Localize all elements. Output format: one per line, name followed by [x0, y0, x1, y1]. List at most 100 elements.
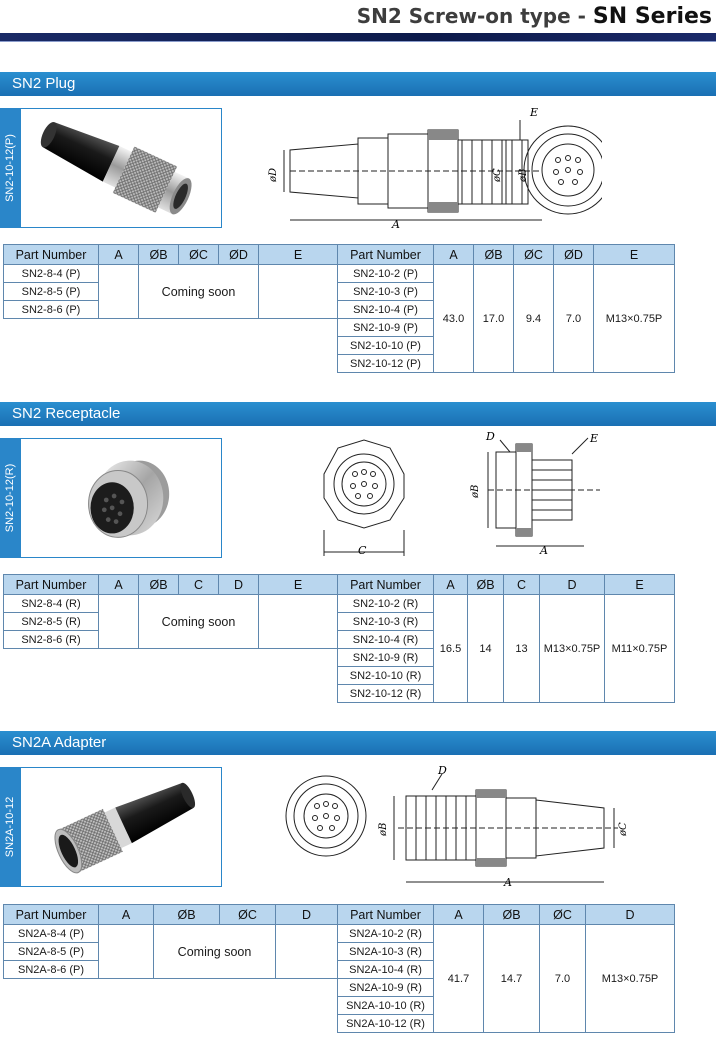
- blank-cell: [258, 264, 338, 319]
- side-label-plug-text: SN2-10-12(P): [4, 134, 16, 202]
- col-header: ØC: [539, 904, 586, 925]
- col-header: ØB: [483, 904, 540, 925]
- side-label-adapter-text: SN2A-10-12: [4, 796, 16, 858]
- part-number: SN2-8-5 (R): [3, 612, 99, 631]
- col-header: D: [218, 574, 259, 595]
- value-a: 16.5: [433, 594, 468, 703]
- value-c: 9.4: [513, 264, 554, 373]
- part-number: SN2A-10-10 (R): [337, 996, 434, 1015]
- header-divider: [0, 33, 716, 41]
- value-a: 43.0: [433, 264, 474, 373]
- col-header: Part Number: [3, 244, 99, 265]
- plug-dim-c: øC: [492, 168, 503, 183]
- plug-drawing: E øC øB øD A: [262, 100, 602, 230]
- col-header: ØC: [219, 904, 276, 925]
- coming-soon-note: Coming soon: [153, 924, 276, 979]
- part-number: SN2-10-3 (R): [337, 612, 434, 631]
- part-number: SN2A-8-6 (P): [3, 960, 99, 979]
- receptacle-table-right: Part Number A ØB C D E SN2-10-2 (R) 16.5…: [337, 574, 675, 703]
- side-label-receptacle-text: SN2-10-12(R): [4, 463, 16, 533]
- col-header: C: [178, 574, 219, 595]
- value-e: M13×0.75P: [593, 264, 675, 373]
- adapter-technical-drawing: D øB øC A: [285, 764, 629, 889]
- blank-cell: [98, 594, 139, 649]
- col-header: ØD: [218, 244, 259, 265]
- col-header: ØB: [467, 574, 504, 595]
- part-number: SN2-10-10 (P): [337, 336, 434, 355]
- side-label-receptacle: SN2-10-12(R): [0, 438, 20, 558]
- adapter-dim-b: øB: [378, 823, 389, 837]
- part-number: SN2A-8-4 (P): [3, 924, 99, 943]
- col-header: Part Number: [3, 574, 99, 595]
- part-number: SN2A-10-12 (R): [337, 1014, 434, 1033]
- col-header: A: [98, 244, 139, 265]
- coming-soon-note: Coming soon: [138, 264, 259, 319]
- value-c: 7.0: [539, 924, 586, 1033]
- plug-dim-b: øB: [518, 169, 529, 183]
- col-header: Part Number: [3, 904, 99, 925]
- col-header: Part Number: [337, 574, 434, 595]
- plug-table-left: Part Number A ØB ØC ØD E SN2-8-4 (P) Com…: [3, 244, 338, 319]
- col-header: A: [98, 904, 154, 925]
- side-label-plug: SN2-10-12(P): [0, 108, 20, 228]
- receptacle-dim-e: E: [589, 432, 598, 445]
- part-number: SN2A-10-4 (R): [337, 960, 434, 979]
- blank-cell: [275, 924, 338, 979]
- receptacle-image: [88, 460, 170, 538]
- part-number: SN2-10-12 (R): [337, 684, 434, 703]
- part-number: SN2-10-9 (R): [337, 648, 434, 667]
- plug-image: [40, 122, 192, 215]
- header-divider-thin: [0, 41, 716, 42]
- title-main: SN2 Screw-on type -: [356, 4, 586, 28]
- col-header: E: [258, 244, 338, 265]
- blank-cell: [98, 924, 154, 979]
- part-number: SN2-8-5 (P): [3, 282, 99, 301]
- adapter-image: [54, 782, 196, 874]
- receptacle-photo: [20, 438, 222, 558]
- part-number: SN2-10-2 (R): [337, 594, 434, 613]
- col-header: ØD: [553, 244, 594, 265]
- part-number: SN2-10-12 (P): [337, 354, 434, 373]
- col-header: Part Number: [337, 904, 434, 925]
- part-number: SN2-8-4 (P): [3, 264, 99, 283]
- receptacle-dim-c: C: [358, 544, 367, 557]
- value-c: 13: [503, 594, 540, 703]
- value-d: 7.0: [553, 264, 594, 373]
- part-number: SN2-10-4 (R): [337, 630, 434, 649]
- plug-photo: [20, 108, 222, 228]
- part-number: SN2-8-4 (R): [3, 594, 99, 613]
- blank-cell: [98, 264, 139, 319]
- col-header: D: [539, 574, 605, 595]
- receptacle-technical-drawing: C D E øB A: [323, 430, 600, 557]
- part-number: SN2-8-6 (P): [3, 300, 99, 319]
- part-number: SN2A-10-9 (R): [337, 978, 434, 997]
- title-series: SN Series: [592, 4, 712, 29]
- part-number: SN2A-10-2 (R): [337, 924, 434, 943]
- col-header: ØB: [473, 244, 514, 265]
- value-b: 17.0: [473, 264, 514, 373]
- coming-soon-note: Coming soon: [138, 594, 259, 649]
- col-header: A: [433, 904, 484, 925]
- col-header: ØC: [178, 244, 219, 265]
- plug-dim-e: E: [529, 106, 538, 119]
- plug-table-right: Part Number A ØB ØC ØD E SN2-10-2 (P) 43…: [337, 244, 675, 373]
- part-number: SN2-8-6 (R): [3, 630, 99, 649]
- col-header: ØC: [513, 244, 554, 265]
- col-header: Part Number: [337, 244, 434, 265]
- value-a: 41.7: [433, 924, 484, 1033]
- part-number: SN2-10-10 (R): [337, 666, 434, 685]
- section-title-receptacle: SN2 Receptacle: [0, 402, 716, 426]
- blank-cell: [258, 594, 338, 649]
- col-header: E: [604, 574, 675, 595]
- part-number: SN2-10-9 (P): [337, 318, 434, 337]
- adapter-table-left: Part Number A ØB ØC D SN2A-8-4 (P) Comin…: [3, 904, 338, 979]
- col-header: A: [433, 244, 474, 265]
- receptacle-dim-b: øB: [470, 485, 481, 499]
- value-b: 14.7: [483, 924, 540, 1033]
- section-title-plug: SN2 Plug: [0, 72, 716, 96]
- col-header: ØB: [138, 574, 179, 595]
- value-e: M11×0.75P: [604, 594, 675, 703]
- part-number: SN2A-8-5 (P): [3, 942, 99, 961]
- value-d: M13×0.75P: [539, 594, 605, 703]
- value-b: 14: [467, 594, 504, 703]
